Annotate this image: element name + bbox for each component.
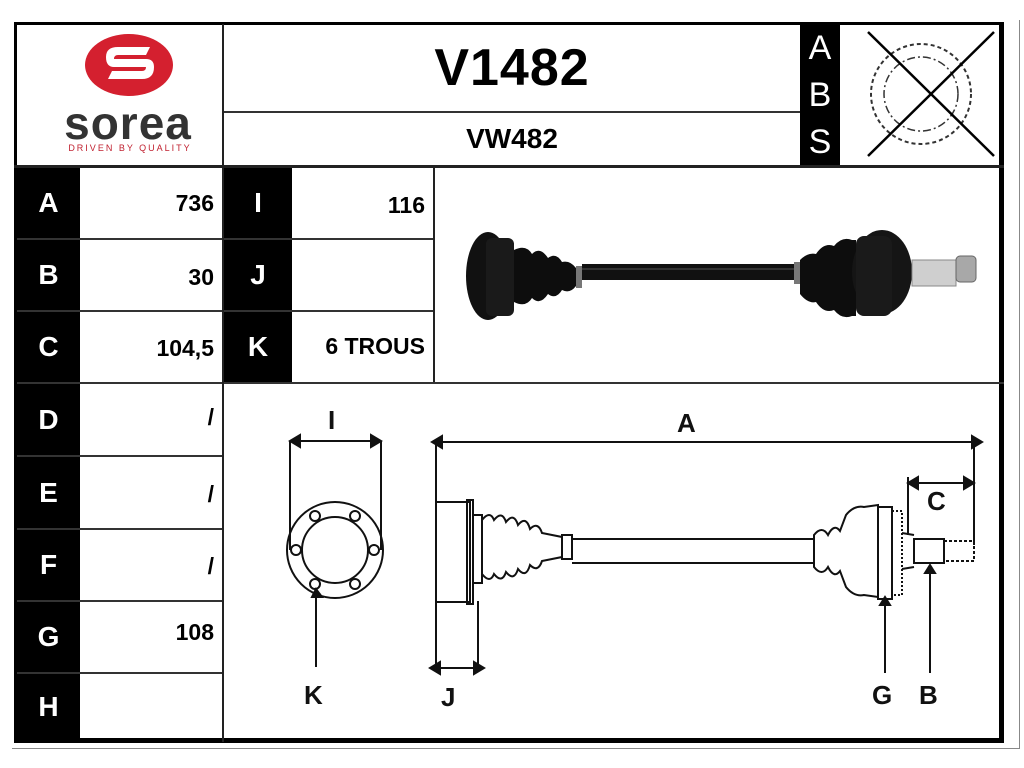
spec-value-d: / bbox=[207, 403, 214, 430]
abs-letter: B bbox=[808, 75, 832, 114]
divider bbox=[222, 24, 224, 165]
sorea-s-logo-icon bbox=[85, 34, 173, 96]
spec-value-h bbox=[80, 674, 222, 740]
diagram-label-a: A bbox=[677, 408, 696, 438]
divider bbox=[433, 165, 435, 382]
spec-value-i: 116 bbox=[387, 192, 425, 218]
divider bbox=[222, 165, 224, 742]
brand-name: sorea bbox=[64, 97, 192, 149]
spec-label-h: H bbox=[17, 674, 80, 740]
reference-number: VW482 bbox=[466, 123, 558, 154]
spec-label-g: G bbox=[17, 602, 80, 672]
drive-shaft-photo bbox=[466, 230, 977, 320]
divider bbox=[17, 672, 224, 674]
spec-label-j: J bbox=[224, 240, 292, 310]
spec-value-a: 736 bbox=[175, 189, 214, 216]
spec-value-g: 108 bbox=[175, 618, 214, 645]
divider bbox=[14, 165, 1004, 168]
flange-outer-circle bbox=[286, 501, 384, 599]
outer-shadow-line bbox=[12, 20, 1020, 749]
diagram-label-k: K bbox=[304, 680, 323, 710]
spec-value-b: 30 bbox=[188, 264, 214, 290]
spec-value-f: / bbox=[207, 552, 214, 579]
spec-label-i: I bbox=[224, 168, 292, 238]
technical-drawing bbox=[286, 433, 984, 676]
abs-label-column: A B S bbox=[800, 24, 840, 165]
spec-label-b: B bbox=[17, 240, 80, 310]
spec-label-k: K bbox=[224, 312, 292, 382]
spec-label-a: A bbox=[17, 168, 80, 238]
divider bbox=[224, 111, 800, 113]
abs-ring-crossed-out-icon bbox=[867, 31, 995, 157]
abs-letter: S bbox=[808, 122, 832, 161]
diagram-label-g: G bbox=[872, 680, 893, 710]
spec-value-e: / bbox=[207, 480, 214, 507]
diagram-label-j: J bbox=[441, 682, 456, 712]
spec-label-d: D bbox=[17, 384, 80, 455]
divider bbox=[17, 455, 224, 457]
divider bbox=[17, 528, 224, 530]
spec-value-c: 104,5 bbox=[156, 334, 214, 361]
divider bbox=[17, 600, 224, 602]
abs-letter: A bbox=[808, 28, 832, 67]
divider bbox=[17, 382, 1004, 384]
brand-tagline: DRIVEN BY QUALITY bbox=[68, 143, 192, 153]
diagram-label-b: B bbox=[919, 680, 938, 710]
diagram-label-i: I bbox=[328, 405, 336, 435]
part-number: V1482 bbox=[434, 39, 590, 97]
spec-label-f: F bbox=[17, 530, 80, 600]
divider bbox=[17, 238, 433, 240]
spec-value-j bbox=[292, 240, 433, 310]
divider bbox=[17, 310, 433, 312]
diagram-label-c: C bbox=[927, 486, 946, 516]
spec-label-c: C bbox=[17, 312, 80, 382]
flange-inner-circle bbox=[301, 516, 369, 584]
spec-value-k: 6 TROUS bbox=[325, 332, 425, 359]
spec-label-e: E bbox=[17, 457, 80, 528]
